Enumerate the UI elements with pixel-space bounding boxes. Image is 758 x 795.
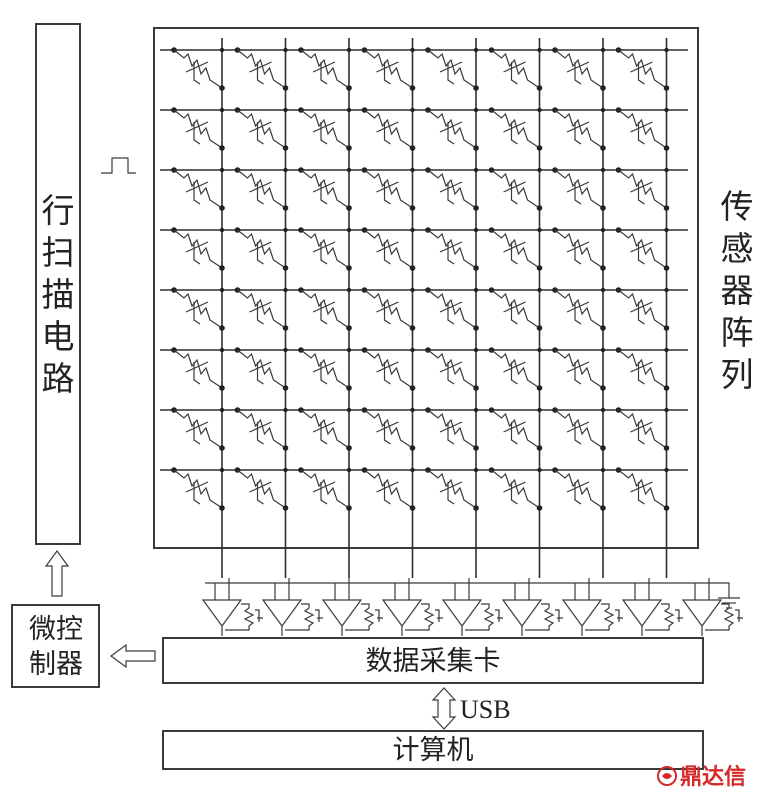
sensor-element [488, 47, 543, 91]
sensor-element [425, 107, 479, 151]
sensor-element [361, 107, 416, 151]
sensor-element [361, 407, 416, 451]
sensor-element [552, 167, 606, 211]
sensor-element [552, 227, 606, 271]
amplifier-unit [201, 578, 263, 636]
usb-label: USB [460, 695, 511, 724]
sensor-element [425, 287, 479, 331]
sensor-array-label: 传感器阵列 [721, 187, 754, 394]
sensor-element [171, 287, 225, 331]
sensor-element [171, 407, 225, 451]
sensor-element [615, 167, 670, 211]
sensor-element [361, 167, 416, 211]
amplifier-unit [621, 578, 683, 636]
sensor-element [361, 287, 416, 331]
sensor-element [425, 467, 479, 511]
amplifier-unit [561, 578, 623, 636]
sensor-element [298, 467, 352, 511]
sensor-element [298, 287, 352, 331]
sensor-element [425, 347, 479, 391]
sensor-element [488, 227, 543, 271]
sensor-element [361, 467, 416, 511]
sensor-element [234, 167, 289, 211]
watermark-logo: 鼎达信 [657, 764, 746, 790]
amplifier-row [201, 578, 743, 636]
sensor-element [234, 407, 289, 451]
sensor-element [234, 467, 289, 511]
sensor-element [488, 407, 543, 451]
sensor-element [361, 47, 416, 91]
sensor-element [615, 107, 670, 151]
microcontroller-label-line1: 微控 [29, 614, 83, 645]
sensor-element [552, 47, 606, 91]
sensor-element [234, 347, 289, 391]
sensor-element [234, 227, 289, 271]
sensor-element [425, 167, 479, 211]
sensor-element [615, 467, 670, 511]
sensor-element [298, 167, 352, 211]
sensor-element [361, 227, 416, 271]
sensor-element [425, 407, 479, 451]
sensor-element [171, 227, 225, 271]
sensor-element [298, 107, 352, 151]
sensor-element [552, 347, 606, 391]
sensor-element [298, 407, 352, 451]
sensor-element [552, 407, 606, 451]
sensor-element [298, 347, 352, 391]
sensor-element [171, 107, 225, 151]
sensor-element [615, 227, 670, 271]
sensor-element [425, 227, 479, 271]
sensor-array-grid [160, 38, 688, 578]
watermark-text: 鼎达信 [680, 764, 746, 790]
pulse-symbol [101, 157, 136, 174]
sensor-element [171, 47, 225, 91]
daq-card-box: 数据采集卡 [162, 637, 704, 684]
ground-symbol [712, 582, 740, 609]
amplifier-unit [261, 578, 323, 636]
sensor-element [552, 287, 606, 331]
computer-box: 计算机 [162, 730, 704, 770]
sensor-array [153, 27, 699, 578]
sensor-element [615, 287, 670, 331]
sensor-element [171, 467, 225, 511]
sensor-element [552, 107, 606, 151]
sensor-element [615, 407, 670, 451]
sensor-element [615, 347, 670, 391]
sensor-element [615, 47, 670, 91]
sensor-element [488, 347, 543, 391]
sensor-element [425, 47, 479, 91]
amplifier-unit [381, 578, 443, 636]
sensor-element [552, 467, 606, 511]
sensor-element [488, 167, 543, 211]
microcontroller-label-line2: 制器 [29, 649, 83, 680]
amplifier-unit [681, 578, 743, 636]
sensor-element [298, 227, 352, 271]
arrow-up-to-row-scan [44, 549, 70, 597]
amplifier-unit [501, 578, 563, 636]
amplifier-unit [441, 578, 503, 636]
computer-label: 计算机 [393, 735, 474, 766]
microcontroller-box: 微控 制器 [11, 604, 100, 688]
row-scan-label: 行扫描电路 [42, 191, 75, 398]
sensor-element [298, 47, 352, 91]
sensor-element [488, 107, 543, 151]
sensor-element [488, 287, 543, 331]
sensor-element [488, 467, 543, 511]
sensor-element [234, 107, 289, 151]
arrow-left-to-microcontroller [109, 643, 156, 669]
sensor-element [171, 347, 225, 391]
row-scan-circuit: 行扫描电路 [35, 23, 81, 545]
sensor-element [234, 47, 289, 91]
daq-card-label: 数据采集卡 [366, 646, 501, 677]
usb-double-arrow [431, 687, 457, 730]
sensor-element [234, 287, 289, 331]
sensor-element [171, 167, 225, 211]
amplifier-unit [321, 578, 383, 636]
sensor-element [361, 347, 416, 391]
